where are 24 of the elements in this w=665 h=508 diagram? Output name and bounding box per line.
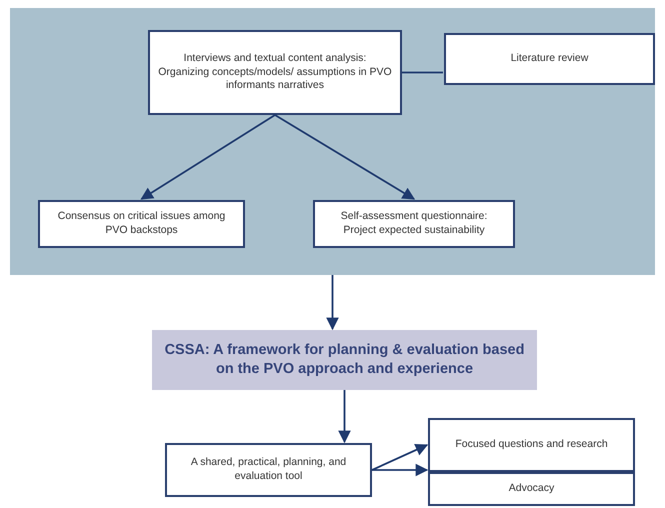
connector-line bbox=[402, 72, 443, 74]
process-box bbox=[165, 443, 372, 497]
box-text: Advocacy bbox=[508, 482, 554, 496]
box-text: Focused questions and research bbox=[455, 438, 608, 452]
box-text: Interviews and textual content analysis: Organizing concepts/models/ assumptions in PVO informants narratives bbox=[158, 52, 392, 93]
arrow bbox=[372, 444, 428, 471]
process-box bbox=[38, 200, 245, 248]
box-text: Self-assessment questionnaire: Project expected sustainability bbox=[340, 210, 488, 238]
box-text: CSSA: A framework for planning & evaluation based on the PVO approach and experience bbox=[164, 341, 526, 379]
process-box bbox=[444, 33, 655, 85]
arrow bbox=[372, 464, 428, 476]
box-text: Literature review bbox=[510, 52, 588, 66]
background-band bbox=[10, 8, 655, 275]
process-box bbox=[428, 472, 635, 506]
framework-box bbox=[152, 330, 537, 390]
box-text: Consensus on critical issues among PVO backstops bbox=[56, 210, 226, 238]
process-box bbox=[313, 200, 515, 248]
process-box bbox=[148, 30, 402, 115]
box-text: A shared, practical, planning, and evaluation tool bbox=[190, 456, 348, 484]
arrow bbox=[338, 390, 351, 444]
arrow bbox=[140, 114, 276, 200]
arrow bbox=[326, 275, 339, 330]
arrow bbox=[274, 114, 416, 200]
process-box bbox=[428, 418, 635, 472]
